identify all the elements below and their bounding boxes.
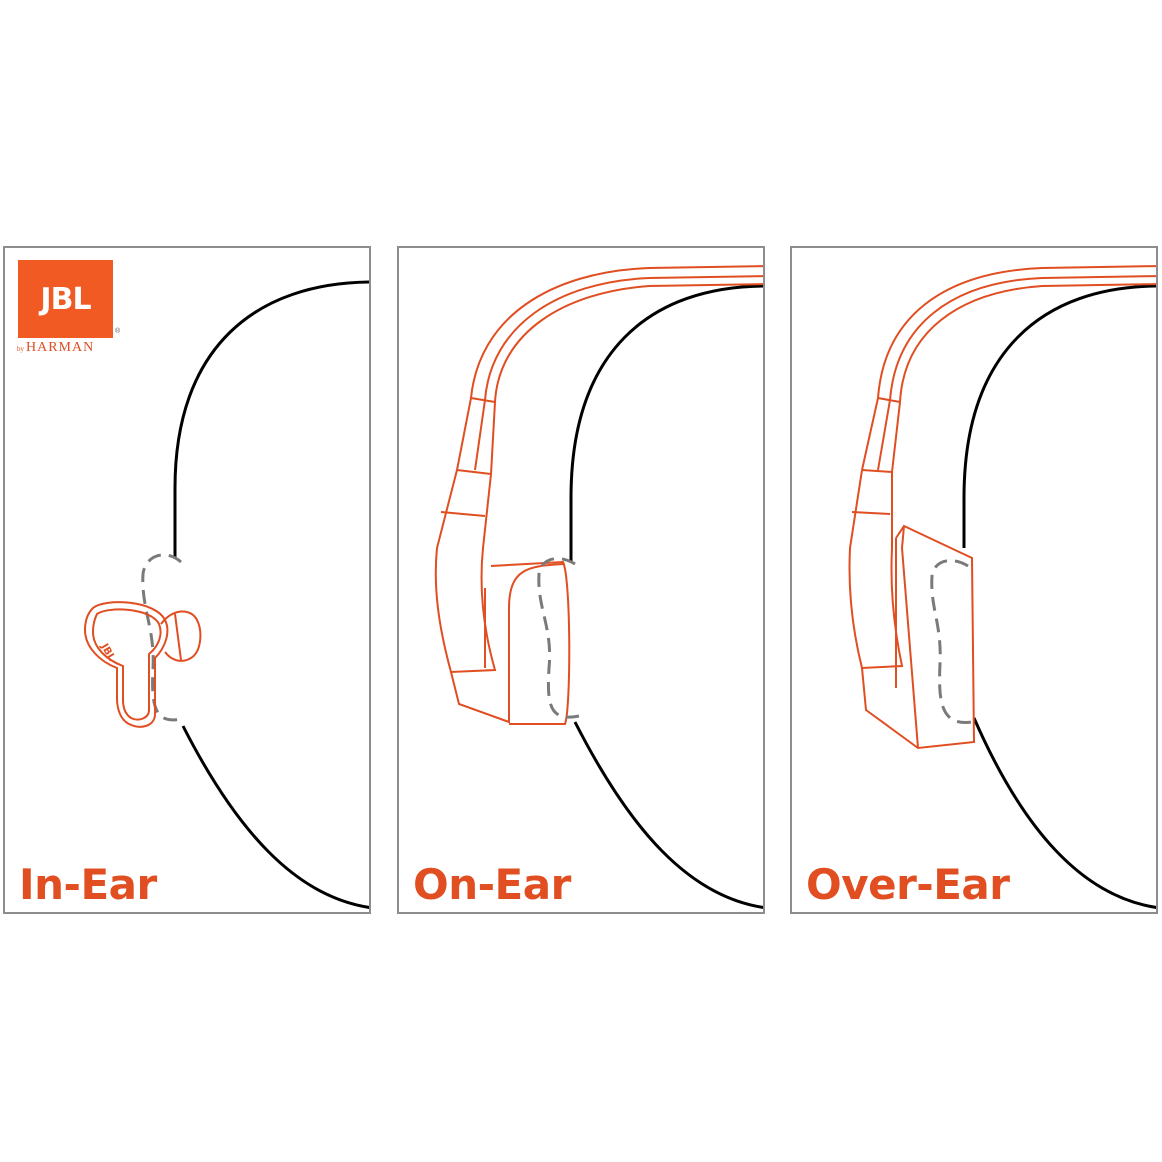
head-outline-top <box>962 284 1156 548</box>
panel-label-on-ear: On-Ear <box>413 860 571 909</box>
panel-label-in-ear: In-Ear <box>19 860 157 909</box>
earbud-drawing <box>83 601 202 728</box>
panel-in-ear: JBL JBL ® by HARMAN In-Ear <box>3 246 371 914</box>
harman-brand: by HARMAN <box>17 340 117 356</box>
head-outline-bottom <box>972 717 1156 909</box>
panel-on-ear: On-Ear <box>397 246 765 914</box>
registered-mark: ® <box>115 328 121 335</box>
in-ear-illustration: JBL <box>83 280 369 909</box>
head-outline-bottom <box>573 721 763 909</box>
panel-label-over-ear: Over-Ear <box>806 860 1010 909</box>
head-outline-top <box>569 284 763 562</box>
headphone-drawing <box>434 265 763 725</box>
jbl-logo: JBL <box>18 260 113 338</box>
dashed-ear <box>930 559 973 724</box>
panel-over-ear: Over-Ear <box>790 246 1158 914</box>
head-outline-top <box>173 280 369 558</box>
headphone-drawing <box>848 265 1156 750</box>
on-ear-illustration <box>434 265 763 909</box>
over-ear-illustration <box>848 265 1156 909</box>
by-text: by <box>17 345 24 353</box>
dashed-ear <box>141 553 186 722</box>
head-outline-bottom <box>181 725 369 909</box>
jbl-logo-text: JBL <box>40 281 91 317</box>
harman-text: HARMAN <box>26 340 95 355</box>
dashed-ear <box>537 557 580 719</box>
